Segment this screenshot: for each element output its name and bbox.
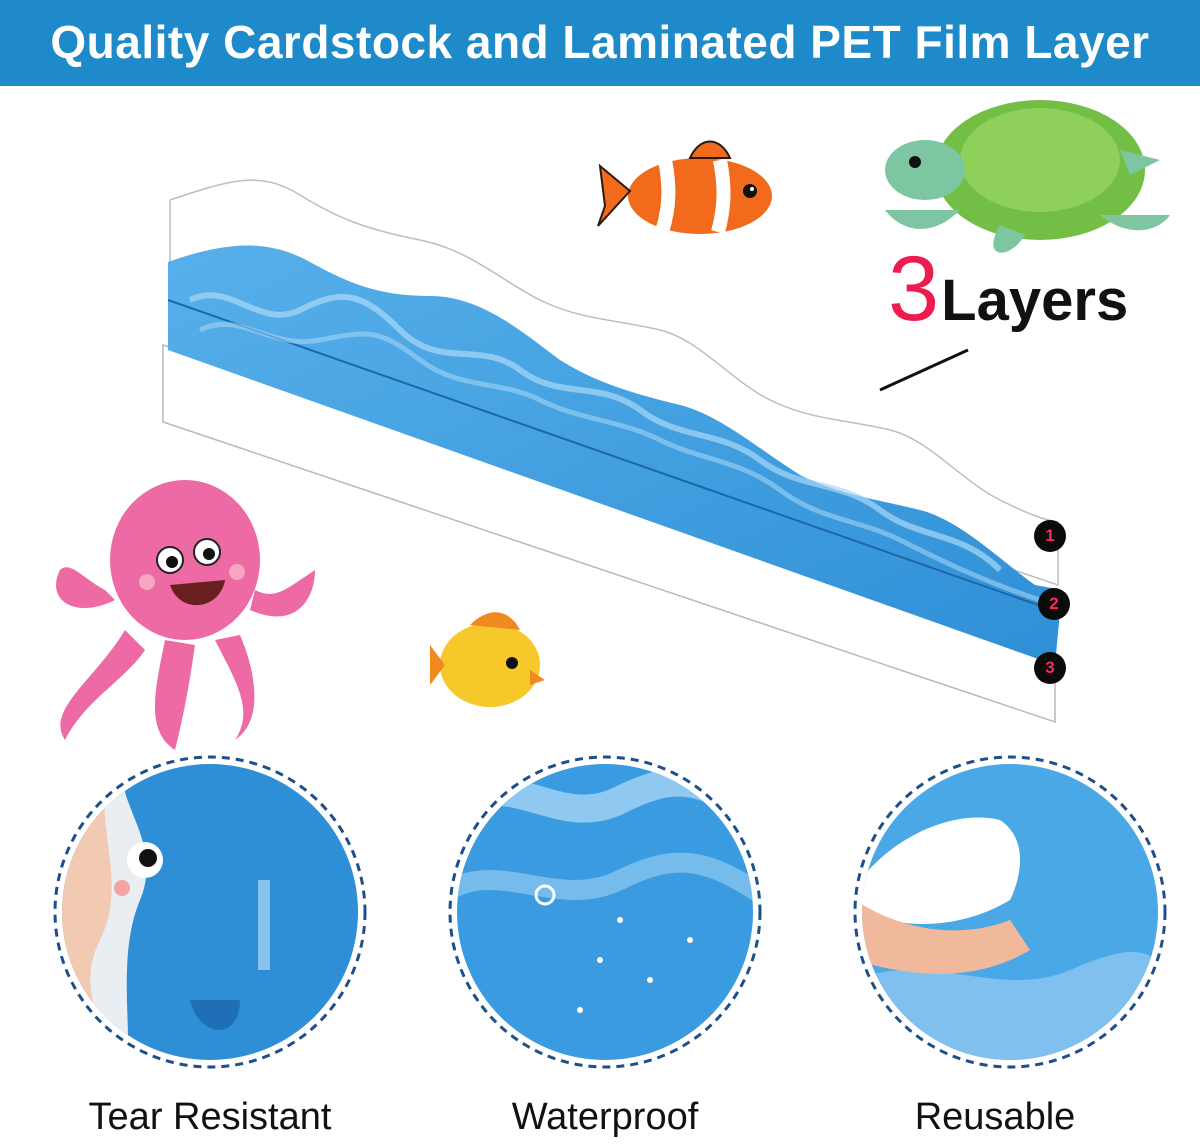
header-banner	[0, 0, 1200, 86]
layers-label: 3Layers	[888, 243, 1129, 335]
page-title: Quality Cardstock and Laminated PET Film…	[50, 16, 1150, 68]
layer-marker-3: 3	[1034, 652, 1066, 684]
sea-turtle-icon	[885, 100, 1170, 253]
octopus-icon	[56, 480, 315, 750]
clownfish-icon	[597, 140, 772, 235]
layers-count: 3	[888, 238, 940, 340]
tear-resistant-circle	[53, 755, 367, 1069]
layer-marker-1: 1	[1034, 520, 1066, 552]
yellow-fish-icon	[430, 612, 545, 707]
layers-pointer-line	[879, 348, 969, 392]
layer-cardstock-outline	[169, 179, 1059, 587]
waterproof-circle	[448, 755, 762, 1069]
reusable-circle	[853, 755, 1167, 1069]
feature-label-reusable: Reusable	[914, 1096, 1076, 1138]
feature-label-tear-resistant: Tear Resistant	[88, 1096, 332, 1138]
border-strip-illustration	[53, 100, 1170, 1069]
layer-marker-2: 2	[1038, 588, 1070, 620]
layer-blue-wave	[167, 245, 1062, 665]
feature-label-waterproof: Waterproof	[511, 1096, 699, 1138]
layers-word: Layers	[941, 268, 1129, 333]
